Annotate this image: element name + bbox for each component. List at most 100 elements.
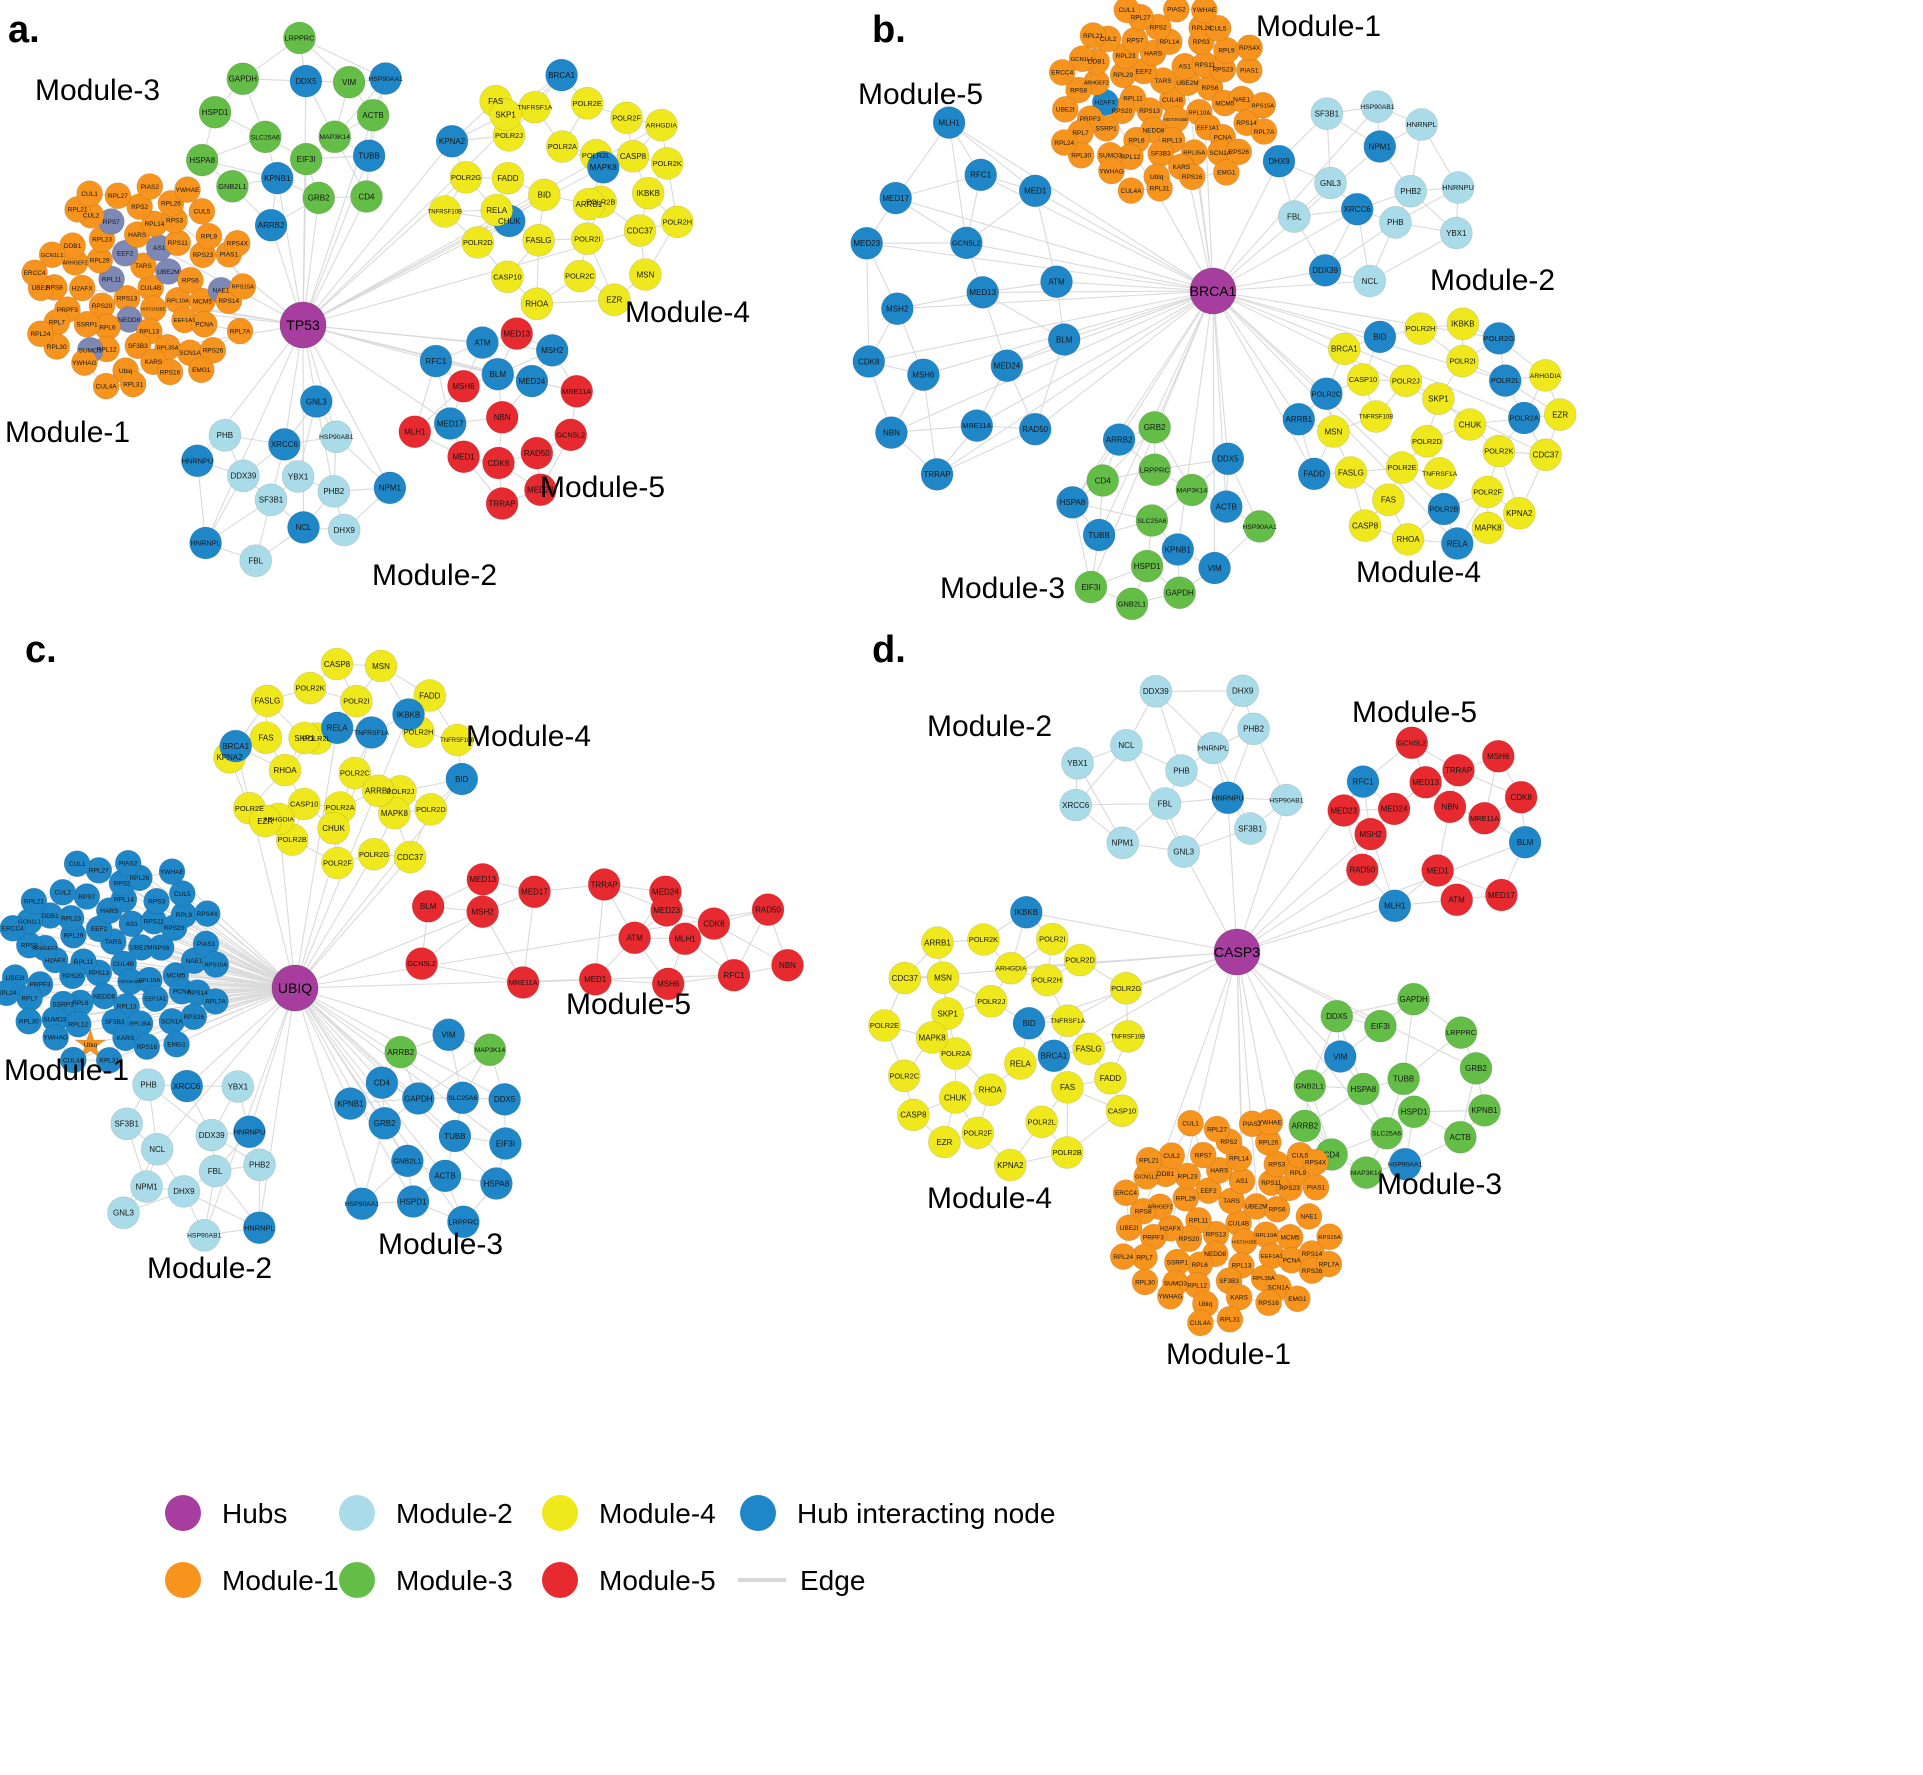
node-RPL24 [1109, 1243, 1137, 1270]
node-TNFRSF10B [1359, 400, 1393, 433]
node-GCN1L1 [38, 241, 66, 268]
node-MSH2 [880, 292, 914, 326]
node-CDC37 [888, 961, 922, 995]
node-POLR2C [563, 259, 597, 293]
node-RAD50 [751, 893, 785, 926]
hub-edge [868, 290, 1214, 363]
node-GNL3 [1167, 835, 1200, 868]
hub-edge [1236, 833, 1371, 953]
node-PHB2 [1394, 174, 1427, 208]
hub-edge [235, 745, 296, 989]
node-HIST2H2BE [140, 295, 167, 323]
module-label: Module-2 [147, 1252, 272, 1285]
node-LRPPRC [447, 1205, 480, 1239]
hub-BRCA1 [1189, 267, 1237, 315]
hub-edge [1154, 290, 1214, 428]
node-EMG1 [1213, 159, 1240, 186]
node-FAS [1051, 1071, 1084, 1104]
hub-edge [1212, 290, 1229, 459]
node-MSH6 [907, 358, 940, 392]
node-ARRB2 [1288, 1109, 1322, 1143]
node-MSN [364, 649, 398, 683]
node-CUL4A [1187, 1309, 1214, 1337]
node-UBE2I [1052, 96, 1079, 123]
hub-edge [1006, 290, 1214, 367]
edge [866, 243, 870, 362]
node-RPS3 [143, 887, 170, 915]
hub-CASP3 [1213, 928, 1261, 976]
node-NBN [485, 400, 519, 434]
node-MED1 [578, 963, 612, 996]
module-label: Module-4 [625, 296, 750, 329]
node-XRCC6 [268, 428, 301, 461]
node-MSH2 [466, 895, 499, 929]
node-SKP1 [1422, 382, 1455, 416]
module-label: Module-1 [1256, 10, 1381, 43]
module-module-5: RAD50MRE11AMSH6MSH2MED17GCN5L2MED1TRRAPM… [398, 317, 594, 520]
node-LRPPRC [1138, 453, 1171, 487]
node-RPL30 [1131, 1268, 1159, 1296]
node-BID [1012, 1006, 1046, 1040]
node-FBL [198, 1154, 232, 1188]
node-DHX9 [1262, 144, 1296, 178]
edge [948, 122, 1036, 192]
hub-edge [1212, 290, 1315, 475]
hub-label: CASP3 [1214, 944, 1260, 960]
node-EMG1 [163, 1031, 190, 1058]
legend-label: Edge [800, 1565, 865, 1596]
node-HNRNPL [1196, 731, 1230, 765]
node-RPL7A [226, 317, 254, 345]
module-label: Module-4 [466, 720, 591, 753]
hub-edge [294, 987, 419, 1099]
hub-edge [966, 242, 1214, 292]
node-VIM [1198, 551, 1231, 585]
node-POLR2D [1410, 424, 1444, 458]
hub-edge [936, 290, 1214, 475]
node-ACTB [1444, 1120, 1477, 1154]
node-HSP90AA1 [1243, 510, 1276, 543]
node-RPL21 [1079, 22, 1107, 49]
node-YWHAE [174, 176, 201, 203]
node-EEF2 [111, 240, 139, 267]
nodes-layer: RHOAMSNFASLGBIDPOLR2APOLR2BPOLR2CPOLR2DP… [0, 647, 804, 1252]
node-PHB2 [1237, 712, 1270, 746]
node-MAP3K14 [318, 120, 352, 154]
module-module-1: CUL4BRPS13TARSHIST2H2BERPL11UBE2MNEDD8EE… [1048, 0, 1278, 204]
node-GCN5L2 [405, 947, 438, 980]
hub-edge [294, 987, 456, 1137]
node-GNB2L1 [1115, 587, 1149, 621]
hub-edge [1236, 869, 1363, 953]
module-label: Module-1 [5, 416, 130, 449]
node-RAD50 [1346, 853, 1379, 887]
node-ERCC4 [0, 915, 27, 942]
node-CDC37 [393, 840, 427, 874]
node-POLR2K [293, 671, 327, 705]
hub-TP53 [279, 301, 327, 349]
hub-edge [294, 987, 386, 1124]
node-TUBB [1387, 1062, 1420, 1096]
node-HNRNPL [1405, 108, 1438, 141]
node-MLH1 [398, 415, 432, 449]
node-POLR2I [340, 684, 373, 718]
node-POLR2K [967, 923, 1000, 956]
node-POLR2A [546, 130, 579, 163]
panel-c: RHOAMSNFASLGBIDPOLR2APOLR2BPOLR2CPOLR2DP… [0, 629, 804, 1285]
node-RPS7 [1189, 1141, 1217, 1169]
node-CHUK [938, 1081, 972, 1114]
hub-edge [302, 196, 367, 326]
node-CUL5 [1204, 14, 1232, 42]
node-DDX39 [227, 459, 260, 493]
legend-swatch [165, 1495, 201, 1531]
node-POLR2K [1482, 434, 1516, 468]
node-EZR [248, 804, 282, 838]
node-FASLG [522, 224, 555, 257]
node-RAD50 [520, 436, 554, 470]
hub-edge [891, 290, 1214, 434]
node-BRCA1 [219, 729, 252, 763]
node-HSPD1 [1130, 549, 1164, 583]
node-MED13 [966, 276, 1000, 309]
node-RELA [320, 711, 354, 745]
node-FASLG [250, 684, 284, 718]
